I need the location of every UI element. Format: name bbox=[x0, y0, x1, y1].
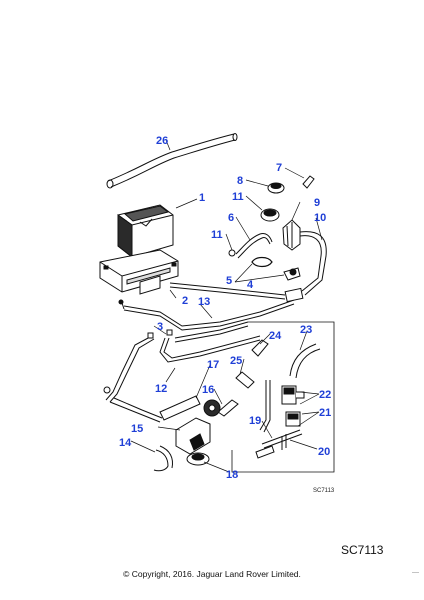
part-19-t-piece bbox=[261, 429, 303, 450]
callout-6: 6 bbox=[228, 212, 234, 224]
callout-15: 15 bbox=[131, 423, 143, 435]
part-10-hose bbox=[299, 231, 327, 296]
leader-lines bbox=[130, 139, 323, 473]
callout-21: 21 bbox=[319, 407, 331, 419]
part-14-hose bbox=[153, 445, 173, 472]
callout-7: 7 bbox=[276, 162, 282, 174]
callout-25: 25 bbox=[230, 355, 242, 367]
part-11-cap bbox=[260, 208, 280, 222]
callout-5: 5 bbox=[226, 275, 232, 287]
part-18-grommet bbox=[186, 452, 210, 466]
part-12-pipe-run bbox=[103, 329, 261, 423]
callout-12: 12 bbox=[155, 383, 167, 395]
callout-22: 22 bbox=[319, 389, 331, 401]
callout-4: 4 bbox=[247, 279, 254, 291]
part-22-valve bbox=[281, 385, 305, 405]
part-7-tube bbox=[302, 175, 315, 189]
callout-19: 19 bbox=[249, 415, 261, 427]
callout-8: 8 bbox=[237, 175, 243, 187]
callout-18: 18 bbox=[226, 469, 238, 481]
callout-26: 26 bbox=[156, 135, 168, 147]
part-21-valve bbox=[285, 411, 301, 427]
part-11-small-clip bbox=[228, 249, 236, 257]
callout-9: 9 bbox=[314, 197, 320, 209]
copyright-notice: © Copyright, 2016. Jaguar Land Rover Lim… bbox=[123, 569, 301, 579]
page-ref: SC7113 bbox=[341, 543, 384, 557]
diagram-ref-small: SC7113 bbox=[313, 488, 335, 494]
part-16-pipe bbox=[217, 399, 239, 417]
callout-17: 17 bbox=[207, 359, 219, 371]
part-15-pump bbox=[175, 399, 221, 455]
part-24-hose bbox=[251, 339, 269, 357]
part-9-separator bbox=[282, 219, 301, 251]
part-2-canister-bracket bbox=[99, 249, 179, 295]
callout-20: 20 bbox=[318, 446, 330, 458]
inset-bracket-rod bbox=[259, 380, 271, 433]
part-25-bracket bbox=[235, 371, 255, 389]
part-26-breather-hose bbox=[106, 133, 238, 189]
part-17-cover bbox=[159, 395, 201, 421]
pipe-connector bbox=[284, 287, 304, 303]
part-5-clip bbox=[251, 256, 273, 268]
callout-14: 14 bbox=[119, 437, 132, 449]
part-8-cap bbox=[267, 182, 285, 194]
part-13-vapour-pipes bbox=[123, 282, 295, 343]
corner-mark: — bbox=[412, 569, 419, 576]
callout-11-upper: 11 bbox=[232, 191, 244, 203]
part-20-hose bbox=[255, 445, 275, 459]
part-2-screw bbox=[118, 299, 125, 310]
callout-11-lower: 11 bbox=[211, 229, 223, 241]
callout-16: 16 bbox=[202, 384, 214, 396]
callout-23: 23 bbox=[300, 324, 312, 336]
callout-2: 2 bbox=[182, 295, 188, 307]
part-4-purge-valve bbox=[283, 267, 301, 281]
part-1-charcoal-canister bbox=[117, 204, 174, 259]
callout-1: 1 bbox=[199, 192, 205, 204]
part-23-hose bbox=[289, 343, 321, 379]
part-6-hose bbox=[235, 233, 273, 259]
callout-13: 13 bbox=[198, 296, 210, 308]
callout-10: 10 bbox=[314, 212, 326, 224]
callout-24: 24 bbox=[269, 330, 282, 342]
inset-box bbox=[231, 321, 335, 473]
callout-3: 3 bbox=[157, 321, 163, 333]
